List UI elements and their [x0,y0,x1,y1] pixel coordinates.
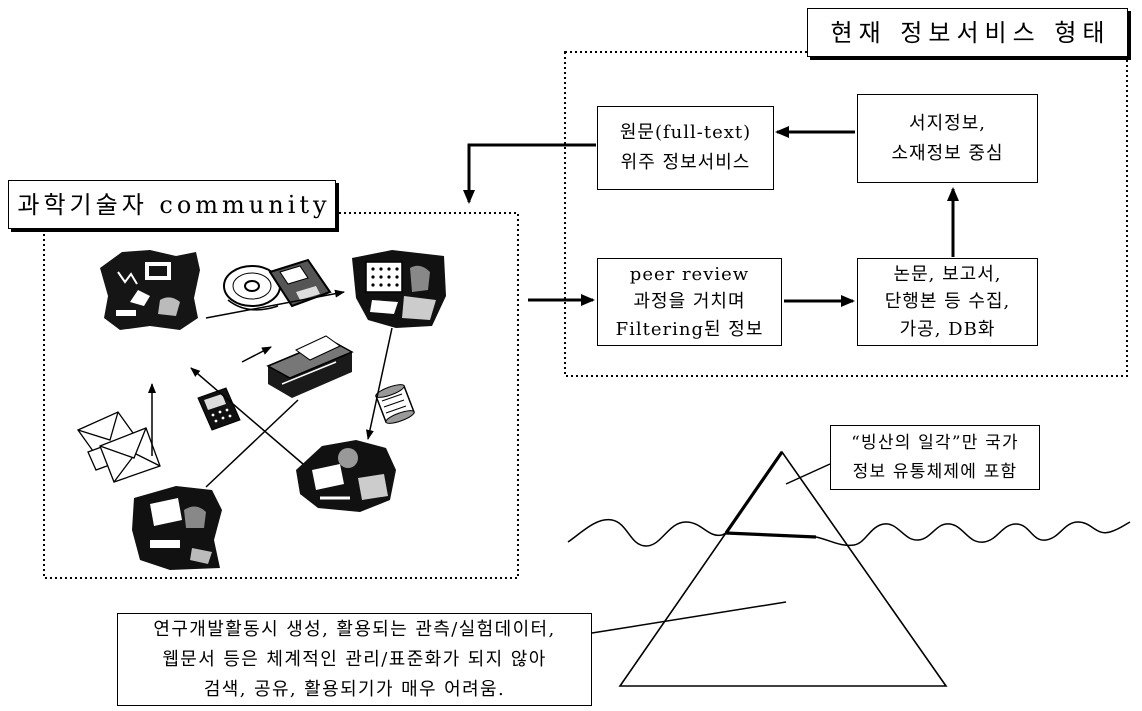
peer-review-node: peer review 과정을 거치며 Filtering된 정보 [597,258,782,346]
iceberg-tip-edge [724,451,784,534]
cd-floppy-icon [223,258,332,311]
callout-line: 정보 유통체제에 포함 [852,461,1018,482]
callout-line: “빙산의 일각”만 국가 [851,432,1019,453]
community-title-box: 과학기술자 community [8,180,336,229]
node-line: 논문, 보고서, [893,263,1002,285]
node-line: 소재정보 중심 [891,142,1004,164]
iceberg-callout-leader [785,463,831,485]
fulltext-service-node: 원문(full-text) 위주 정보서비스 [597,106,774,190]
community-arrow-top [205,289,345,319]
envelopes-icon [77,411,161,483]
researcher-workstation-icon [352,250,446,328]
node-line: 서지정보, [909,112,986,134]
mobile-phone-icon [197,387,241,431]
community-title: 과학기술자 community [17,190,331,219]
node-line: 위주 정보서비스 [620,152,751,173]
node-line: 가공, DB화 [899,318,996,340]
community-arrow-right-down [365,327,393,440]
note-line: 검색, 공유, 활용되기가 매우 어려움. [203,678,506,700]
node-line: 단행본 등 수집, [884,291,1011,313]
node-line: Filtering된 정보 [615,318,764,340]
unmanaged-data-note: 연구개발활동시 생성, 활용되는 관측/실험데이터, 웹문서 등은 체계적인 관… [117,613,592,706]
community-arrow-to-fax [241,346,272,363]
node-line: 과정을 거치며 [633,291,746,313]
computer-user-icon [100,250,200,330]
note-line: 연구개발활동시 생성, 활용되는 관측/실험데이터, [153,618,556,640]
node-line: 원문(full-text) [619,122,752,143]
current-service-title: 현재 정보서비스 형태 [830,18,1111,47]
fax-machine-icon [266,335,354,398]
water-line-tip [725,531,817,539]
reading-person-icon [296,440,396,512]
collection-db-node: 논문, 보고서, 단행본 등 수집, 가공, DB화 [857,258,1038,346]
node-line: peer review [629,263,750,285]
water-line-right [815,521,1131,547]
iceberg-triangle [618,450,948,687]
current-service-title-box: 현재 정보서비스 형태 [807,8,1128,57]
bibliographic-info-node: 서지정보, 소재정보 중심 [857,94,1038,183]
community-arrow-diagonal-up [190,367,304,465]
arrow-fulltext-to-community [463,143,596,204]
scroll-document-icon [375,384,415,424]
community-line-bottom-left [205,399,299,488]
note-leader [591,601,787,634]
desk-worker-icon [132,486,222,570]
water-line-left [567,519,727,547]
iceberg-callout: “빙산의 일각”만 국가 정보 유통체제에 포함 [830,425,1040,490]
note-line: 웹문서 등은 체계적인 관리/표준화가 되지 않아 [162,648,547,670]
